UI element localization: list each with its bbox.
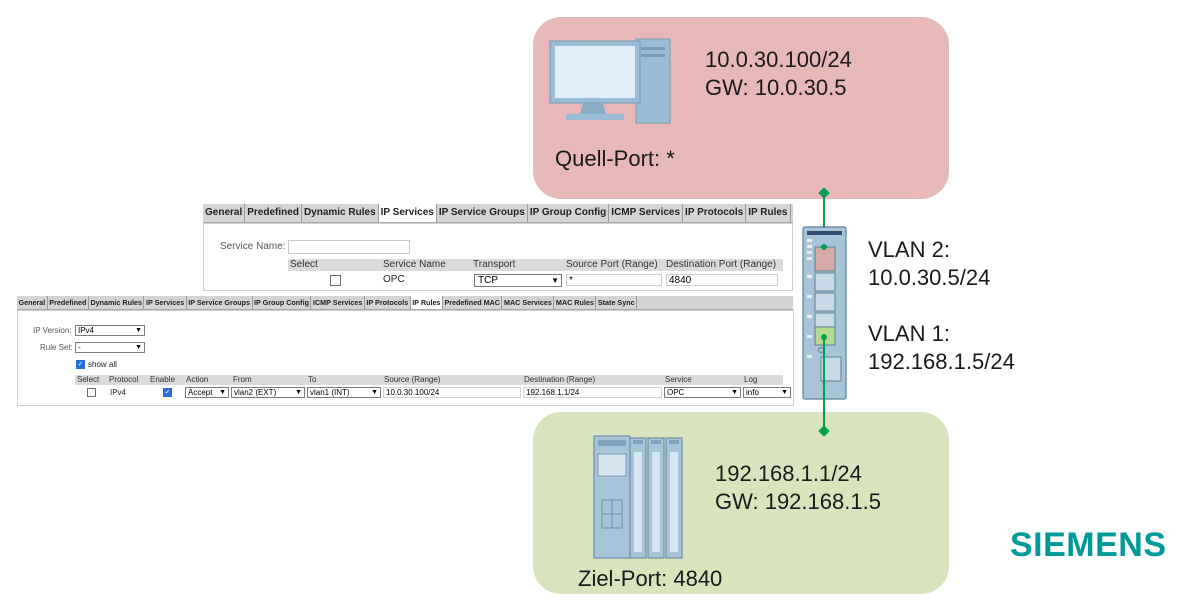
from-value: vlan2 (EXT) — [234, 388, 277, 397]
show-all-label: show all — [88, 360, 117, 369]
vlan2-name: VLAN 2: — [868, 237, 950, 262]
chevron-down-icon: ▼ — [371, 389, 378, 396]
rule-header-enable: Enable — [150, 375, 175, 384]
plc-ip: 192.168.1.1/24 — [715, 461, 862, 486]
chevron-down-icon: ▼ — [295, 389, 302, 396]
rule-header-select: Select — [77, 375, 100, 384]
ip-version-value: IPv4 — [78, 326, 95, 335]
rule-row-to-select[interactable]: vlan1 (INT) ▼ — [307, 387, 381, 398]
rule-row-source-input[interactable]: 10.0.30.100/24 — [383, 387, 521, 398]
rule-set-value: - — [78, 343, 81, 352]
rule-set-select[interactable]: - ▼ — [75, 342, 145, 353]
tab-ip-services[interactable]: IP Services — [378, 204, 437, 222]
rule-row-destination-input[interactable]: 192.168.1.1/24 — [523, 387, 662, 398]
svc-row-service-name: OPC — [383, 274, 405, 285]
rules-header-row — [75, 375, 783, 385]
rule-header-source: Source (Range) — [384, 375, 441, 384]
ip-version-label: IP Version: — [33, 326, 72, 335]
chevron-down-icon: ▼ — [135, 344, 142, 351]
rule-row-log-select[interactable]: info ▼ — [743, 387, 791, 398]
tab-ip-protocols[interactable]: IP Protocols — [683, 204, 747, 222]
rule-header-service: Service — [665, 375, 692, 384]
vlan1-name: VLAN 1: — [868, 321, 950, 346]
tab-icmp-services[interactable]: ICMP Services — [311, 296, 365, 309]
svc-header-service-name: Service Name — [381, 259, 472, 271]
service-name-input[interactable] — [288, 240, 410, 254]
tab-general[interactable]: General — [17, 296, 48, 309]
tab-ip-services[interactable]: IP Services — [144, 296, 187, 309]
svc-row-source-port-input[interactable]: * — [566, 274, 662, 286]
svc-row-select-checkbox[interactable] — [330, 275, 341, 286]
chevron-down-icon: ▼ — [551, 276, 559, 285]
rule-row-enable-checkbox[interactable]: ✓ — [163, 388, 172, 397]
svc-header-destination-port: Destination Port (Range) — [664, 259, 783, 271]
link-node-top — [818, 187, 830, 199]
show-all-checkbox[interactable]: ✓ — [76, 360, 85, 369]
pc-ip: 10.0.30.100/24 — [705, 47, 852, 72]
transport-value: TCP — [478, 275, 498, 286]
rule-header-log: Log — [744, 375, 758, 384]
to-value: vlan1 (INT) — [310, 388, 350, 397]
chevron-down-icon: ▼ — [219, 389, 226, 396]
log-value: info — [746, 388, 759, 397]
tab-ip-group-config[interactable]: IP Group Config — [528, 204, 610, 222]
chevron-down-icon: ▼ — [781, 389, 788, 396]
rule-row-from-select[interactable]: vlan2 (EXT) ▼ — [231, 387, 305, 398]
tab-dynamic-rules[interactable]: Dynamic Rules — [89, 296, 145, 309]
siemens-logo: SIEMENS — [1010, 526, 1167, 564]
source-port: Quell-Port: * — [555, 146, 675, 171]
tab-ip-service-groups[interactable]: IP Service Groups — [437, 204, 528, 222]
tab-icmp-services[interactable]: ICMP Services — [609, 204, 684, 222]
tab-mac-rules[interactable]: MAC Rules — [554, 296, 597, 309]
tab-predefined[interactable]: Predefined — [245, 204, 302, 222]
rule-header-protocol: Protocol — [109, 375, 139, 384]
rule-header-action: Action — [186, 375, 209, 384]
ip-version-select[interactable]: IPv4 ▼ — [75, 325, 145, 336]
tab-state-sync[interactable]: State Sync — [596, 296, 638, 309]
svc-header-source-port: Source Port (Range) — [564, 259, 665, 271]
rule-header-to: To — [308, 375, 317, 384]
firewall-device — [802, 187, 847, 437]
pc-gateway: GW: 10.0.30.5 — [705, 75, 847, 100]
tab-dynamic-rules[interactable]: Dynamic Rules — [302, 204, 379, 222]
tab-ip-service-groups[interactable]: IP Service Groups — [187, 296, 253, 309]
rule-header-from: From — [233, 375, 252, 384]
rule-row-service-select[interactable]: OPC ▼ — [664, 387, 741, 398]
chevron-down-icon: ▼ — [135, 327, 142, 334]
rule-row-select-checkbox[interactable] — [87, 388, 96, 397]
rule-row-action-select[interactable]: Accept ▼ — [185, 387, 229, 398]
tab-ip-rules[interactable]: IP Rules — [410, 296, 443, 309]
svc-row-transport-select[interactable]: TCP ▼ — [474, 274, 562, 287]
svc-header-select: Select — [288, 259, 382, 271]
rule-header-destination: Destination (Range) — [524, 375, 596, 384]
tab-general[interactable]: General — [203, 204, 246, 222]
tab-mac-services[interactable]: MAC Services — [502, 296, 555, 309]
rule-row-protocol: IPv4 — [110, 388, 127, 397]
rule-set-label: Rule Set: — [40, 343, 73, 352]
tab-ip-protocols[interactable]: IP Protocols — [365, 296, 411, 309]
services-tab-bar: General Predefined Dynamic Rules IP Serv… — [203, 204, 793, 223]
tab-predefined[interactable]: Predefined — [48, 296, 89, 309]
svc-header-transport: Transport — [471, 259, 565, 271]
vlan1-ip: 192.168.1.5/24 — [868, 349, 1015, 374]
rules-tab-bar: General Predefined Dynamic Rules IP Serv… — [17, 296, 793, 310]
plc-gateway: GW: 192.168.1.5 — [715, 489, 881, 514]
pc-icon — [549, 38, 671, 124]
link-node-bottom — [818, 425, 830, 437]
tab-ip-rules[interactable]: IP Rules — [746, 204, 791, 222]
tab-predefined-mac[interactable]: Predefined MAC — [443, 296, 503, 309]
vlan2-ip: 10.0.30.5/24 — [868, 265, 991, 290]
chevron-down-icon: ▼ — [731, 389, 738, 396]
tab-ip-group-config[interactable]: IP Group Config — [253, 296, 312, 309]
plc-icon — [593, 435, 683, 559]
service-value: OPC — [667, 388, 685, 397]
svc-row-destination-port-input[interactable]: 4840 — [666, 274, 778, 286]
target-port: Ziel-Port: 4840 — [578, 566, 723, 591]
service-name-label: Service Name: — [220, 241, 286, 252]
action-value: Accept — [188, 388, 213, 397]
